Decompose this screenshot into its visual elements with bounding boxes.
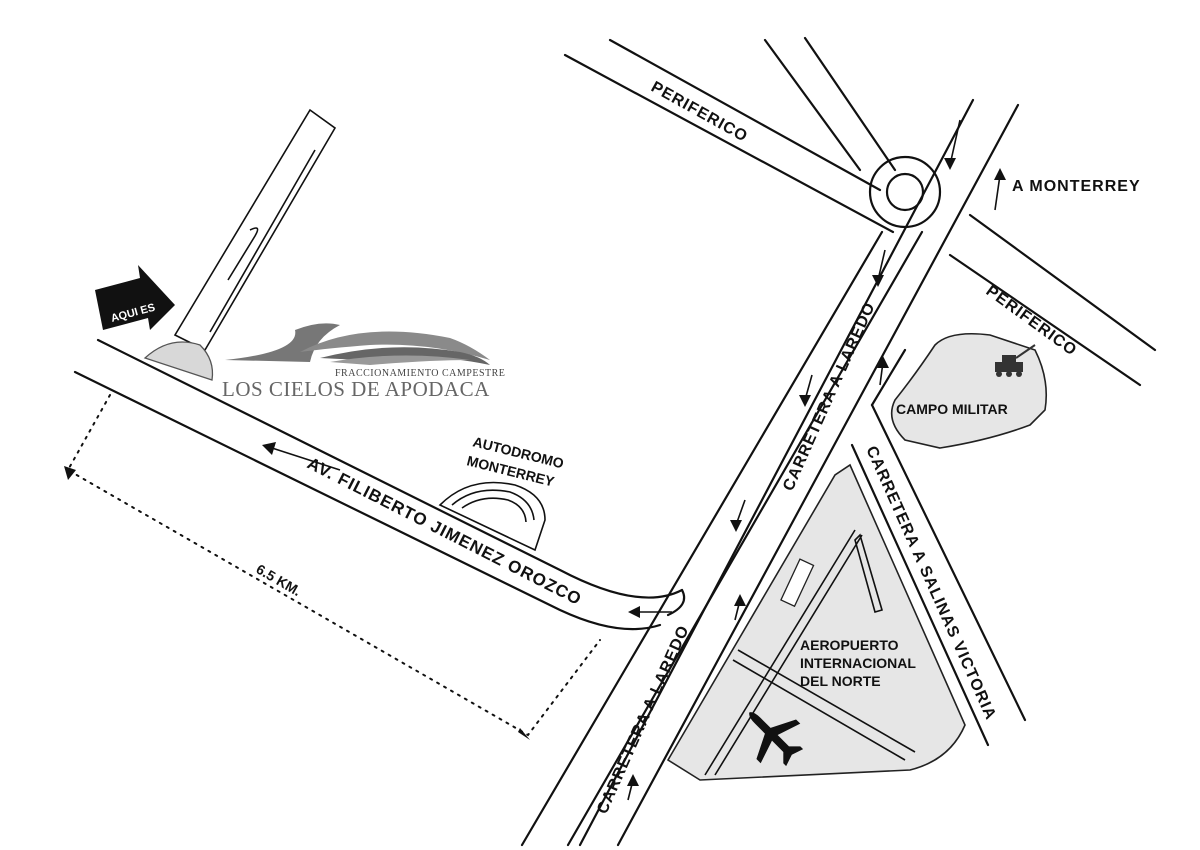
- road-periferico-branch: [803, 36, 897, 172]
- arrow-mark: [799, 395, 811, 407]
- taxiway: [732, 659, 906, 761]
- runway: [714, 534, 863, 776]
- logo-swoosh: [225, 323, 340, 362]
- arrow-mark: [877, 356, 889, 368]
- road-periferico-right: [948, 253, 1142, 387]
- arrow-mark: [994, 168, 1006, 180]
- logo-tower-inner: [227, 227, 259, 281]
- aeropuerto-area: AEROPUERTO INTERNACIONAL DEL NORTE: [666, 463, 966, 781]
- logo-title: LOS CIELOS DE APODACA: [222, 377, 490, 401]
- campo-militar-shape: [890, 332, 1048, 449]
- campo-militar-area: CAMPO MILITAR: [890, 332, 1048, 449]
- logo-tower-inner: [209, 149, 316, 333]
- logo-swoosh: [330, 355, 470, 365]
- distance-arrow-left: [64, 466, 76, 480]
- road-carretera-laredo: [520, 230, 884, 847]
- road-periferico-upper: [608, 38, 882, 192]
- taxiway: [737, 649, 916, 753]
- arrow-mark: [994, 174, 1001, 211]
- label-distance: 6.5 KM.: [254, 561, 304, 599]
- arrow-mark: [262, 442, 276, 455]
- roundabout-outer: [868, 155, 942, 229]
- aeropuerto-shape: [666, 463, 966, 781]
- runway: [704, 529, 856, 776]
- aqui-es-marker: AQUI ES: [95, 265, 175, 330]
- airplane-icon: [749, 712, 804, 767]
- road-carretera-laredo-b: [616, 103, 1020, 847]
- road-av-filiberto-curve: [666, 588, 686, 617]
- logo-subtitle: FRACCIONAMIENTO CAMPESTRE: [335, 368, 505, 379]
- autodromo-track-inner: [461, 497, 527, 523]
- label-carretera-laredo-upper: CARRETERA A LAREDO: [780, 300, 879, 494]
- logo-swoosh: [300, 331, 490, 360]
- road-periferico-upper: [563, 53, 895, 234]
- arrow-mark: [944, 158, 956, 170]
- autodromo-track: [438, 481, 546, 552]
- distance-line: [66, 394, 601, 737]
- road-carretera-salinas: [870, 403, 1027, 722]
- road-periferico-right: [968, 213, 1157, 352]
- arrow-mark: [730, 520, 742, 532]
- distance-arrow-right: [518, 728, 530, 740]
- label-carretera-laredo-lower: CARRETERA A LAREDO: [594, 623, 693, 817]
- road-carretera-salinas: [850, 443, 990, 747]
- road-carretera-laredo: [566, 230, 924, 847]
- roundabout: [885, 172, 925, 212]
- arrow-mark: [949, 119, 961, 166]
- road-av-filiberto: [96, 338, 684, 599]
- road-carretera-laredo-b: [578, 98, 975, 847]
- terminal-structure: [854, 533, 883, 613]
- logo-dome: [143, 341, 214, 381]
- road-junction: [870, 348, 907, 407]
- marker-arrow: [95, 265, 175, 330]
- arrow-mark: [628, 606, 640, 618]
- road-periferico-branch: [763, 38, 862, 172]
- roads: [73, 36, 1157, 847]
- road-av-filiberto: [73, 370, 662, 631]
- tank-icon: [995, 344, 1036, 377]
- arrow-mark: [734, 594, 746, 606]
- label-campo-militar: CAMPO MILITAR: [896, 401, 1008, 417]
- label-aeropuerto-2: INTERNACIONAL: [800, 655, 916, 671]
- arrow-mark: [627, 774, 639, 786]
- terminal-building: [780, 558, 815, 608]
- label-a-monterrey: A MONTERREY: [1012, 178, 1141, 195]
- arrow-mark: [271, 447, 341, 471]
- arrow-mark: [872, 275, 884, 287]
- lane-arrows: [262, 119, 1006, 801]
- logo-los-cielos: FRACCIONAMIENTO CAMPESTRE LOS CIELOS DE …: [143, 108, 505, 401]
- logo-tower: [173, 108, 337, 352]
- autodromo-track-inner: [451, 489, 535, 521]
- label-aeropuerto-3: DEL NORTE: [800, 673, 881, 689]
- label-aeropuerto-1: AEROPUERTO: [800, 637, 899, 653]
